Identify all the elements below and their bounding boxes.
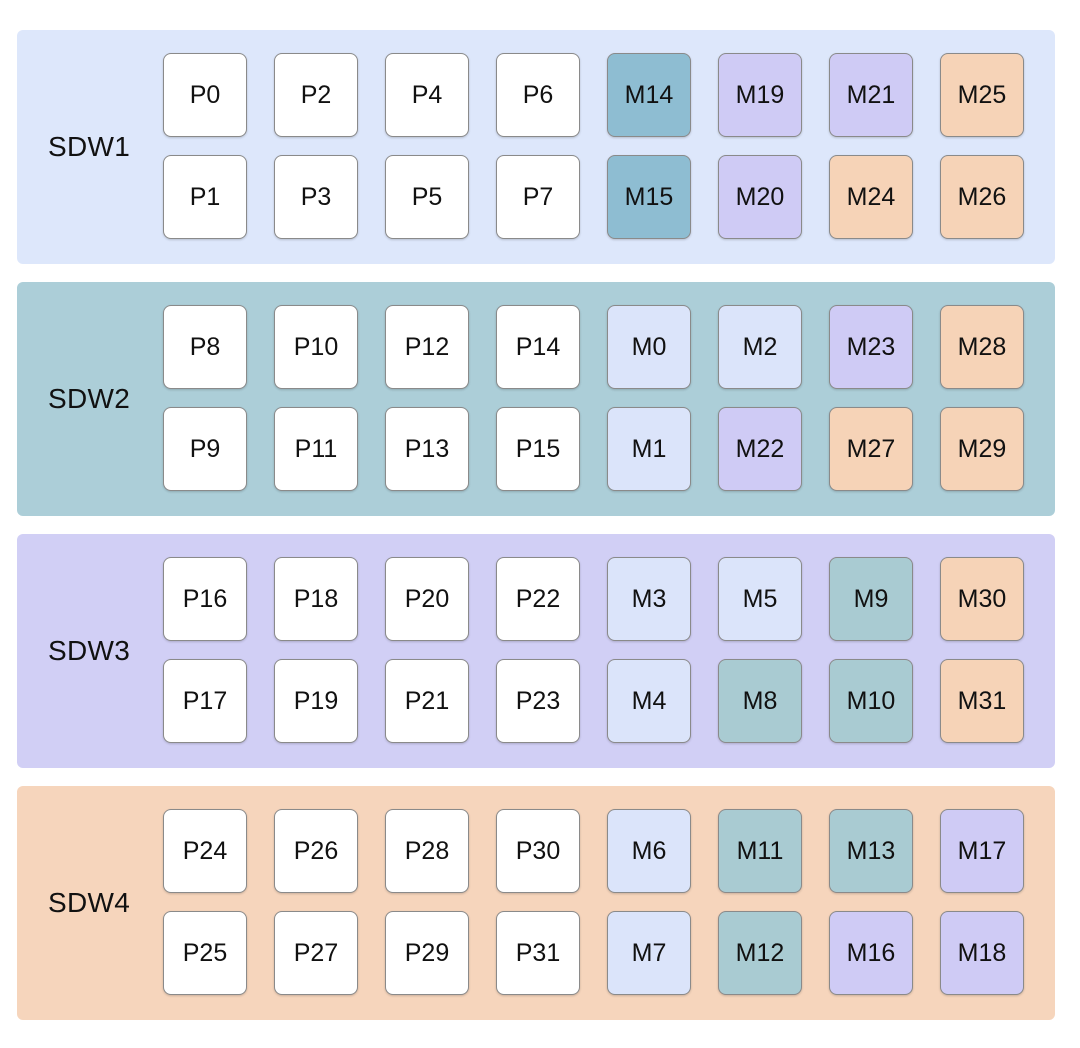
primary-segment-tile: P27 [274,911,358,995]
mirror-segment-tile: M0 [607,305,691,389]
primary-segment-tile: P24 [163,809,247,893]
primary-segment-tile: P8 [163,305,247,389]
primary-segment-tile: P6 [496,53,580,137]
primary-segment-tile: P1 [163,155,247,239]
primary-segment-tile: P9 [163,407,247,491]
mirror-segment-tile: M11 [718,809,802,893]
primary-segment-tile: P16 [163,557,247,641]
primary-segment-tile: P14 [496,305,580,389]
primary-segment-tile: P30 [496,809,580,893]
mirror-segment-tile: M1 [607,407,691,491]
primary-segment-tile: P25 [163,911,247,995]
mirror-segment-tile: M5 [718,557,802,641]
mirror-segment-tile: M10 [829,659,913,743]
mirror-segment-tile: M3 [607,557,691,641]
primary-segment-tile: P18 [274,557,358,641]
primary-segment-tile: P22 [496,557,580,641]
host-label: SDW1 [48,131,131,162]
primary-segment-tile: P10 [274,305,358,389]
primary-segment-tile: P2 [274,53,358,137]
primary-segment-tile: P23 [496,659,580,743]
mirror-segment-tile: M25 [940,53,1024,137]
primary-segment-tile: P13 [385,407,469,491]
mirror-segment-tile: M13 [829,809,913,893]
primary-segment-tile: P28 [385,809,469,893]
primary-segment-tile: P3 [274,155,358,239]
primary-segment-tile: P20 [385,557,469,641]
mirror-segment-tile: M15 [607,155,691,239]
mirror-segment-tile: M23 [829,305,913,389]
mirror-segment-tile: M16 [829,911,913,995]
primary-segment-tile: P29 [385,911,469,995]
mirror-segment-tile: M4 [607,659,691,743]
primary-segment-tile: P15 [496,407,580,491]
primary-segment-tile: P4 [385,53,469,137]
host-label: SDW4 [48,887,131,918]
primary-segment-tile: P21 [385,659,469,743]
mirror-segment-tile: M19 [718,53,802,137]
mirror-segment-tile: M17 [940,809,1024,893]
mirror-segment-tile: M27 [829,407,913,491]
primary-segment-tile: P11 [274,407,358,491]
mirror-segment-tile: M9 [829,557,913,641]
mirror-segment-tile: M31 [940,659,1024,743]
host-label: SDW3 [48,635,131,666]
mirror-segment-tile: M21 [829,53,913,137]
mirror-segment-tile: M22 [718,407,802,491]
primary-segment-tile: P31 [496,911,580,995]
primary-segment-tile: P7 [496,155,580,239]
mirror-segment-tile: M26 [940,155,1024,239]
mirror-segment-tile: M29 [940,407,1024,491]
mirror-segment-tile: M7 [607,911,691,995]
primary-segment-tile: P0 [163,53,247,137]
primary-segment-tile: P26 [274,809,358,893]
primary-segment-tile: P17 [163,659,247,743]
mirror-segment-tile: M8 [718,659,802,743]
host-label: SDW2 [48,383,131,414]
mirror-segment-tile: M12 [718,911,802,995]
mirror-segment-tile: M20 [718,155,802,239]
mirror-segment-tile: M28 [940,305,1024,389]
mirror-segment-tile: M2 [718,305,802,389]
primary-segment-tile: P12 [385,305,469,389]
mirror-segment-tile: M14 [607,53,691,137]
primary-segment-tile: P5 [385,155,469,239]
mirror-segment-tile: M6 [607,809,691,893]
mirror-segment-tile: M30 [940,557,1024,641]
primary-segment-tile: P19 [274,659,358,743]
mirror-segment-tile: M18 [940,911,1024,995]
mirror-segment-tile: M24 [829,155,913,239]
